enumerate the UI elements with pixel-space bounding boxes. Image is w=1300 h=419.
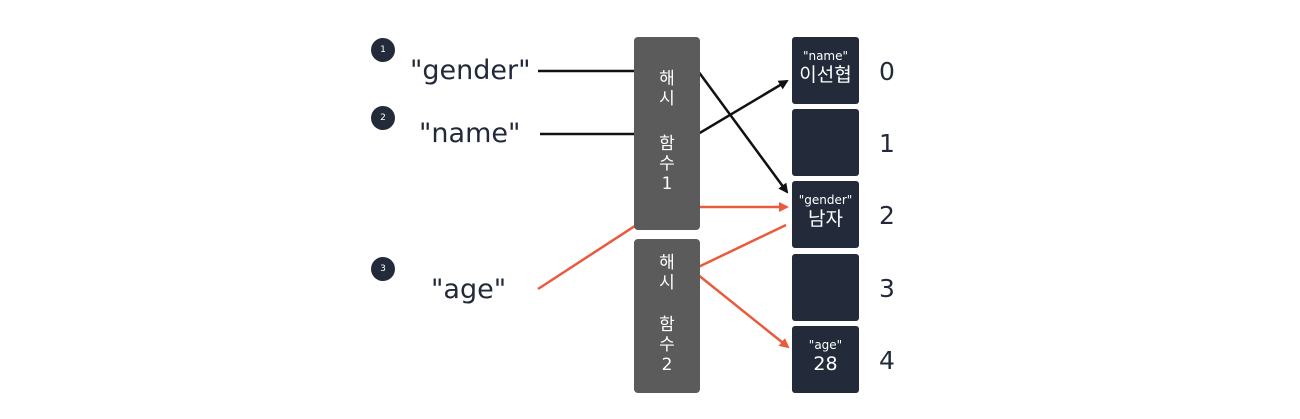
hash-slot-3 [792,254,859,321]
hash-function-1-bottom-label: 함 수 1 [659,134,675,194]
hash-function-2: 해 시 함 수 2 [634,239,700,393]
slot-0-value: 이선협 [799,64,852,86]
hash-function-2-bottom-label: 함 수 2 [659,315,675,375]
hash-function-1-top-label: 해 시 [659,69,675,109]
hash-slot-1 [792,109,859,176]
step-badge-2: 2 [371,106,395,130]
slot-index-3: 3 [879,274,895,303]
slot-2-value: 남자 [808,208,843,230]
slot-index-1: 1 [879,129,895,158]
hash-function-2-top-label: 해 시 [659,253,675,293]
hash-slot-2: "gender" 남자 [792,181,859,248]
slot-0-key: "name" [802,49,849,63]
step-badge-3: 3 [371,257,395,281]
slot-index-4: 4 [879,346,895,375]
slot-index-2: 2 [879,201,895,230]
key-age-label: "age" [431,274,507,305]
key-gender-label: "gender" [410,55,531,86]
key-name-label: "name" [419,118,521,149]
slot-2-key: "gender" [798,193,853,207]
age-rehash-arrow [689,223,790,349]
hash-slot-0: "name" 이선협 [792,37,859,104]
slot-4-key: "age" [808,338,843,352]
slot-index-0: 0 [879,57,895,86]
slot-4-value: 28 [813,353,838,375]
hash-function-1: 해 시 함 수 1 [634,37,700,230]
hash-slot-4: "age" 28 [792,326,859,393]
step-badge-1: 1 [371,38,395,62]
